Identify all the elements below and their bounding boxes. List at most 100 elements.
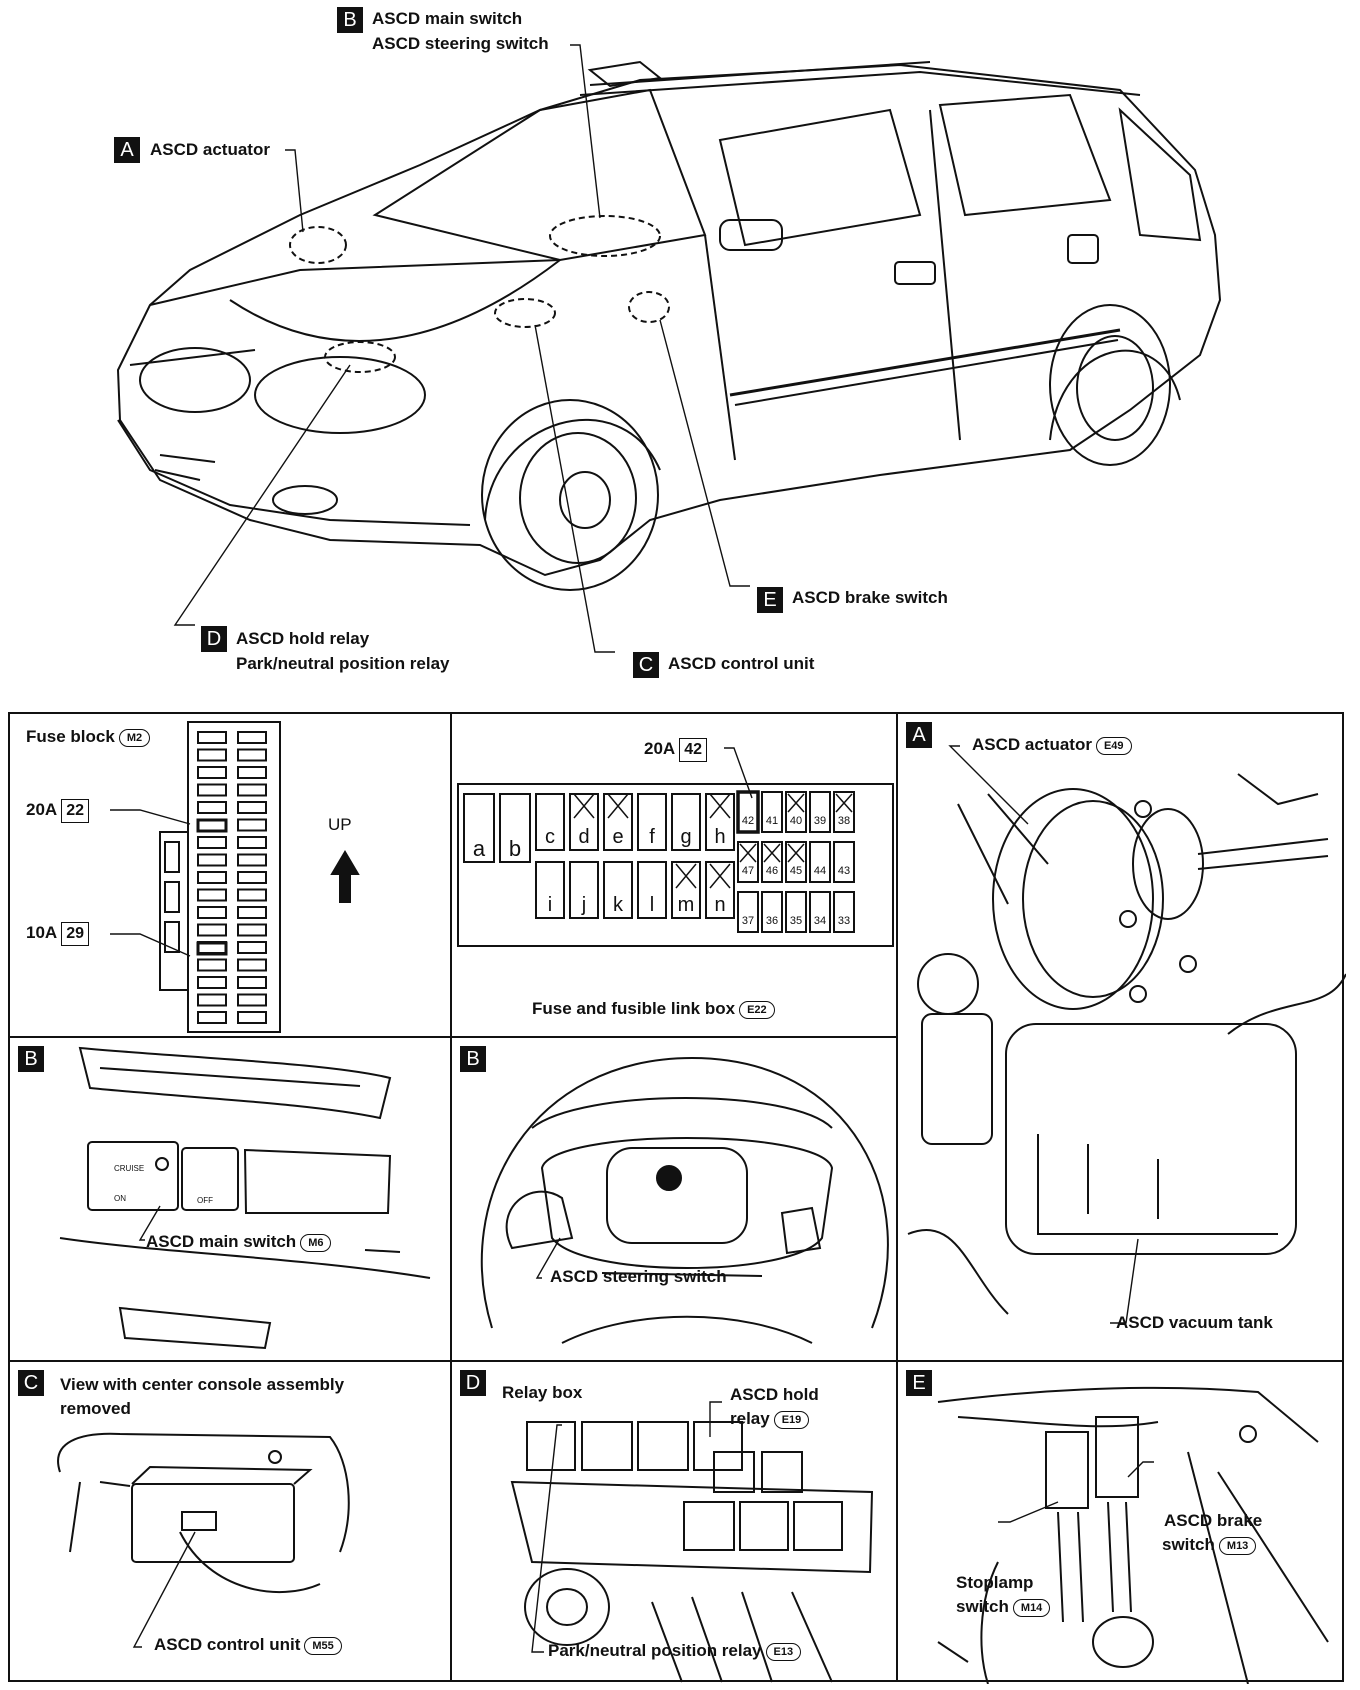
- callout-a-badge: A: [114, 137, 140, 163]
- fuse-22-amp: 20A: [26, 800, 58, 819]
- panel-a-vacuum-label: ASCD vacuum tank: [1116, 1313, 1273, 1332]
- fusible-link-letter: j: [581, 894, 587, 916]
- fusible-link-letter: b: [508, 836, 522, 861]
- fuse-slot: [237, 976, 267, 989]
- fusible-link-letter: m: [677, 894, 695, 916]
- on-label: ON: [114, 1194, 126, 1203]
- fuse-slot: [197, 731, 227, 744]
- panel-e-stop-line2: switch: [956, 1597, 1009, 1616]
- fuse-29-slot: [196, 941, 228, 956]
- cruise-label: CRUISE: [114, 1164, 145, 1173]
- fuse-slot: [833, 791, 855, 833]
- link-box-title: Fuse and fusible link box: [532, 999, 736, 1018]
- fusible-link-letter: k: [613, 894, 623, 916]
- fusible-link-slot: [705, 793, 735, 851]
- panel-b-steering-switch: B ASCD steering switch: [450, 1036, 898, 1362]
- fusible-link-slot: [671, 793, 701, 851]
- fuse-slot: [197, 958, 227, 972]
- fusible-link-slot: [569, 793, 599, 851]
- empty-slot-mark: [787, 793, 805, 813]
- fuse-slot: [737, 891, 759, 933]
- panel-c-badge: C: [18, 1370, 44, 1396]
- fuse-number: 38: [837, 815, 851, 827]
- panel-d-badge: D: [460, 1370, 486, 1396]
- fuse-slot: [237, 923, 267, 937]
- off-label: OFF: [197, 1196, 213, 1205]
- panel-b1-label: ASCD main switch: [146, 1232, 297, 1251]
- fusible-link-slot: [535, 861, 565, 919]
- fuse-slot: [197, 766, 227, 779]
- fuse-slot: [785, 841, 807, 883]
- empty-slot-mark: [573, 793, 595, 819]
- fuse-slot: [237, 801, 267, 814]
- fusible-link-slot: [569, 861, 599, 919]
- fuse-slot: [237, 853, 267, 867]
- empty-slot-mark: [835, 793, 853, 813]
- panel-d-hold-line1: ASCD hold: [730, 1385, 819, 1404]
- link-box-connector: E22: [739, 1000, 775, 1019]
- fuse-slot: [785, 791, 807, 833]
- fuse-slot: [737, 841, 759, 883]
- fuse-22-number: 22: [61, 799, 89, 823]
- fusible-link-letter: g: [680, 826, 692, 848]
- panel-d-pnp-connector: E13: [765, 1642, 802, 1661]
- fuse-slot: [809, 791, 831, 833]
- fuse-slot: [197, 748, 227, 762]
- panel-d-pnp-label: Park/neutral position relay: [548, 1641, 762, 1660]
- fuse-slot: [197, 993, 227, 1007]
- callout-d-label-1: ASCD hold relay: [236, 629, 370, 648]
- fusible-link-letter: d: [578, 826, 590, 848]
- empty-slot-mark: [787, 843, 805, 863]
- fuse-slot: [809, 841, 831, 883]
- fuse-slot: [809, 891, 831, 933]
- fuse-slot: [237, 993, 267, 1007]
- panel-b2-label: ASCD steering switch: [550, 1267, 727, 1286]
- fuse-slot: [237, 906, 267, 919]
- callout-b-label-2: ASCD steering switch: [372, 34, 549, 53]
- fusible-link-slot: [637, 861, 667, 919]
- connector-slot: [164, 881, 180, 913]
- callout-e-badge: E: [757, 587, 783, 613]
- panel-a-actuator-connector: E49: [1095, 736, 1132, 755]
- fuse-number: 43: [837, 865, 851, 877]
- empty-slot-mark: [739, 843, 757, 863]
- fuse-slot: [785, 891, 807, 933]
- empty-slot-mark: [763, 843, 781, 863]
- fusible-link-letter: i: [547, 894, 553, 916]
- fuse-slot: [833, 841, 855, 883]
- fuse-number: 37: [741, 915, 755, 927]
- fuse-slot: [237, 888, 267, 902]
- fusible-link-letter: n: [714, 894, 726, 916]
- fuse-slot: [197, 976, 227, 989]
- empty-slot-mark: [709, 863, 731, 889]
- fuse-slot: [237, 783, 267, 797]
- fuse-42-slot: [736, 790, 760, 834]
- panel-c-control-unit: C View with center console assembly remo…: [8, 1360, 452, 1682]
- empty-slot-mark: [607, 793, 629, 819]
- fuse-22-slot: [196, 818, 228, 833]
- fusible-link-slot: [463, 793, 495, 863]
- panel-e-stop-connector: M14: [1012, 1598, 1051, 1617]
- fuse-slot: [237, 731, 267, 744]
- fuse-slot: [237, 941, 267, 954]
- fuse-29-number: 29: [61, 922, 89, 946]
- fuse-number: 47: [741, 865, 755, 877]
- fuse-slot: [237, 766, 267, 779]
- callout-b-label-1: ASCD main switch: [372, 9, 523, 28]
- panel-c-label: ASCD control unit: [154, 1635, 301, 1654]
- fuse-number: 39: [813, 815, 827, 827]
- fuse-29-amp: 10A: [26, 923, 58, 942]
- panel-e-brake-line2: switch: [1162, 1535, 1215, 1554]
- panel-e-brake-line1: ASCD brake: [1164, 1511, 1263, 1530]
- callout-e-label: ASCD brake switch: [792, 588, 948, 607]
- panel-c-connector: M55: [304, 1636, 342, 1655]
- panel-d-hold-line2: relay: [730, 1409, 770, 1428]
- callout-c-label: ASCD control unit: [668, 654, 815, 673]
- fusible-link-letter: l: [649, 894, 655, 916]
- fuse-slot: [237, 1011, 267, 1024]
